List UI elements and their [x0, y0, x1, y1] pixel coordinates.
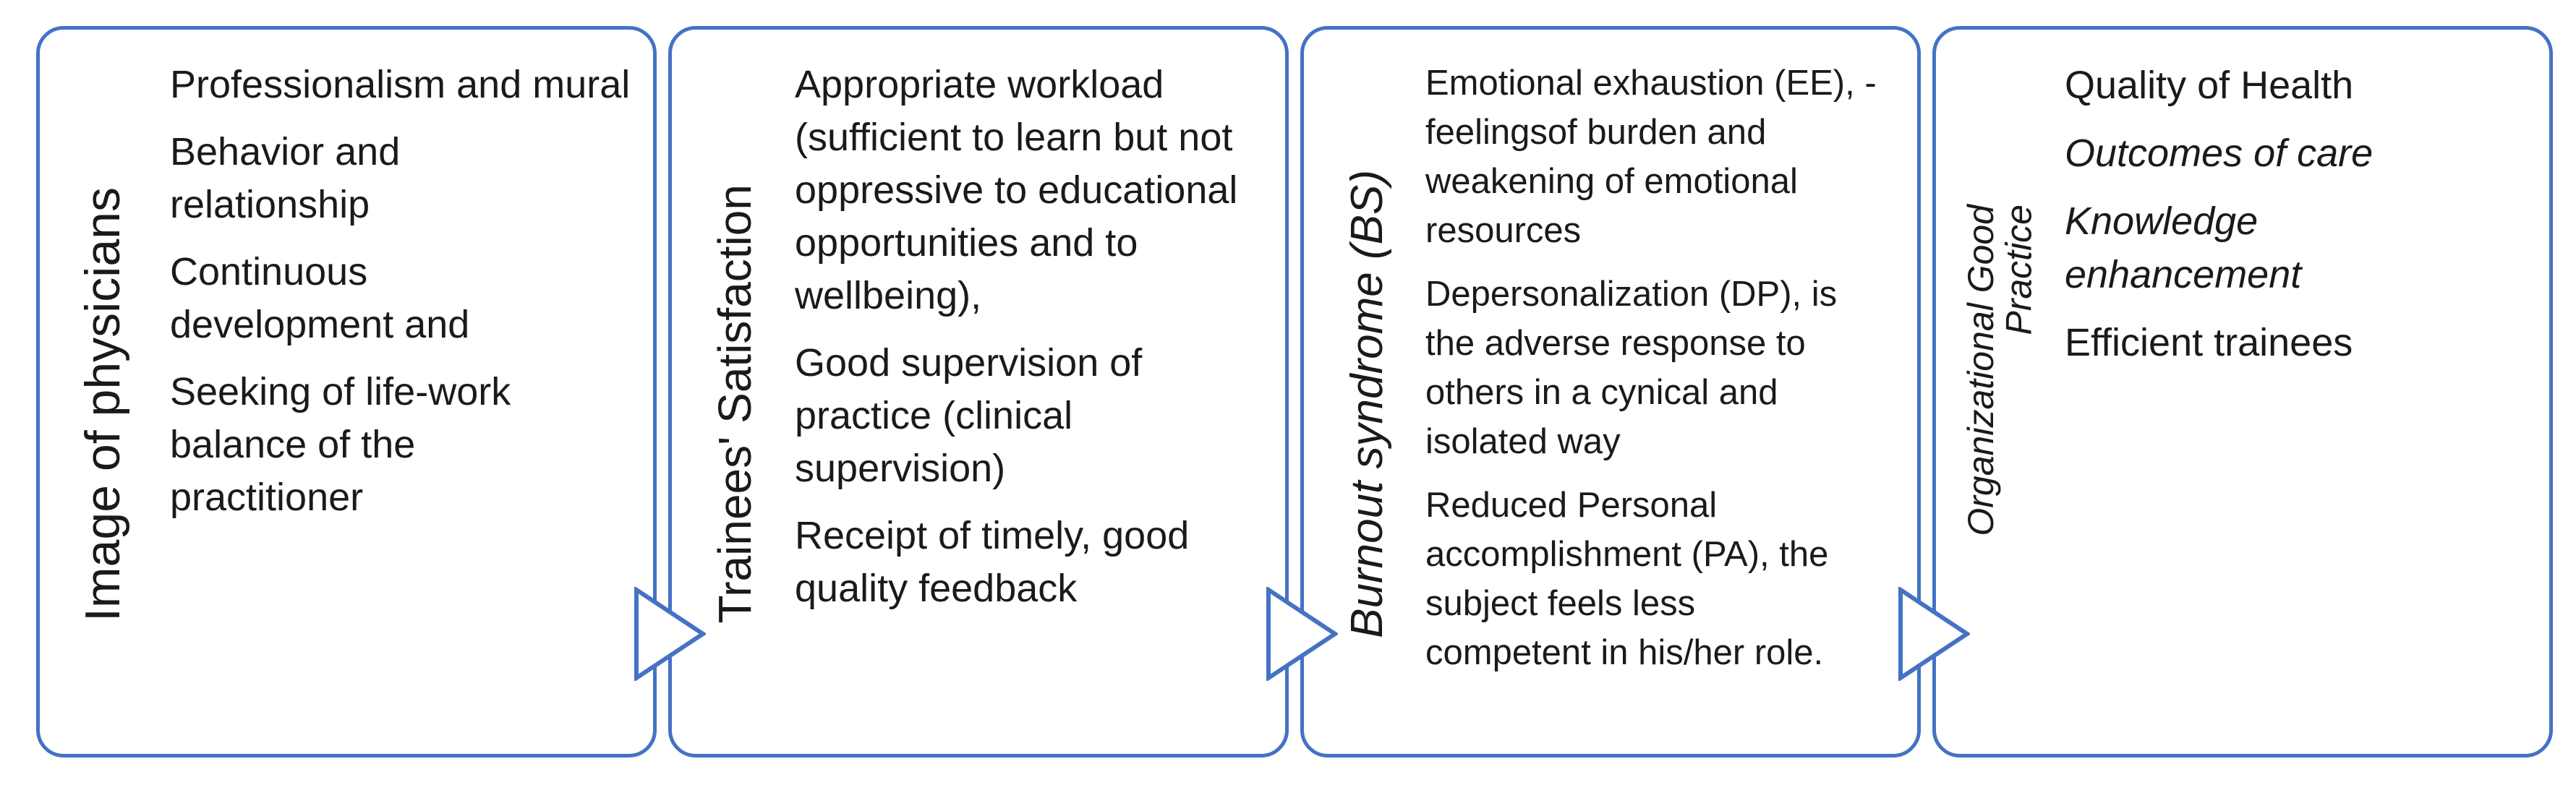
box-item: Behavior and relationship: [170, 130, 401, 226]
box-items: Professionalism and mural Behavior and r…: [170, 59, 633, 538]
box-organizational-good-practice: Organizational Good Practice Quality of …: [1932, 26, 2553, 757]
box-burnout-syndrome: Burnout syndrome (BS) Emotional exhausti…: [1300, 26, 1921, 757]
box-item: Seeking of life-work balance of the prac…: [170, 370, 511, 519]
box-trainees-satisfaction: Trainees' Satisfaction Appropriate workl…: [668, 26, 1289, 757]
box-item: Continuous development and: [170, 250, 470, 346]
box-item: Knowledge enhancement: [2065, 199, 2302, 296]
box-title-vertical: Image of physicians: [60, 76, 147, 732]
box-item: Depersonalization (DP), is the adverse r…: [1425, 275, 1838, 461]
box-item: Efficient trainees: [2065, 321, 2353, 364]
box-items: Appropriate workload (sufficient to lear…: [795, 59, 1265, 630]
box-title-text: Organizational Good Practice: [1960, 204, 2039, 536]
box-item: Reduced Personal accomplishment (PA), th…: [1425, 486, 1829, 672]
triangle-right-arrow-icon: [634, 587, 706, 681]
box-item: Receipt of timely, good quality feedback: [795, 514, 1190, 610]
box-title-line2: Practice: [1998, 204, 2039, 335]
triangle-right-arrow-icon: [1266, 587, 1338, 681]
triangle-right-arrow-icon: [1898, 587, 1970, 681]
box-title-line1: Organizational Good: [1960, 204, 2001, 536]
box-image-of-physicians: Image of physicians Professionalism and …: [36, 26, 657, 757]
box-item: Appropriate workload (sufficient to lear…: [795, 63, 1238, 317]
box-item: Professionalism and mural: [170, 63, 631, 106]
box-title-text: Trainees' Satisfaction: [709, 184, 762, 624]
box-item: Emotional exhaustion (EE), - feelingsof …: [1425, 64, 1877, 250]
box-item: Quality of Health: [2065, 64, 2354, 107]
box-title-text: Image of physicians: [75, 186, 131, 622]
box-item: Outcomes of care: [2065, 132, 2374, 175]
box-item: Good supervision of practice (clinical s…: [795, 341, 1143, 490]
box-title-text: Burnout syndrome (BS): [1342, 170, 1393, 638]
box-items: Emotional exhaustion (EE), - feelingsof …: [1425, 59, 1895, 692]
box-items: Quality of Health Outcomes of care Knowl…: [2065, 59, 2513, 384]
